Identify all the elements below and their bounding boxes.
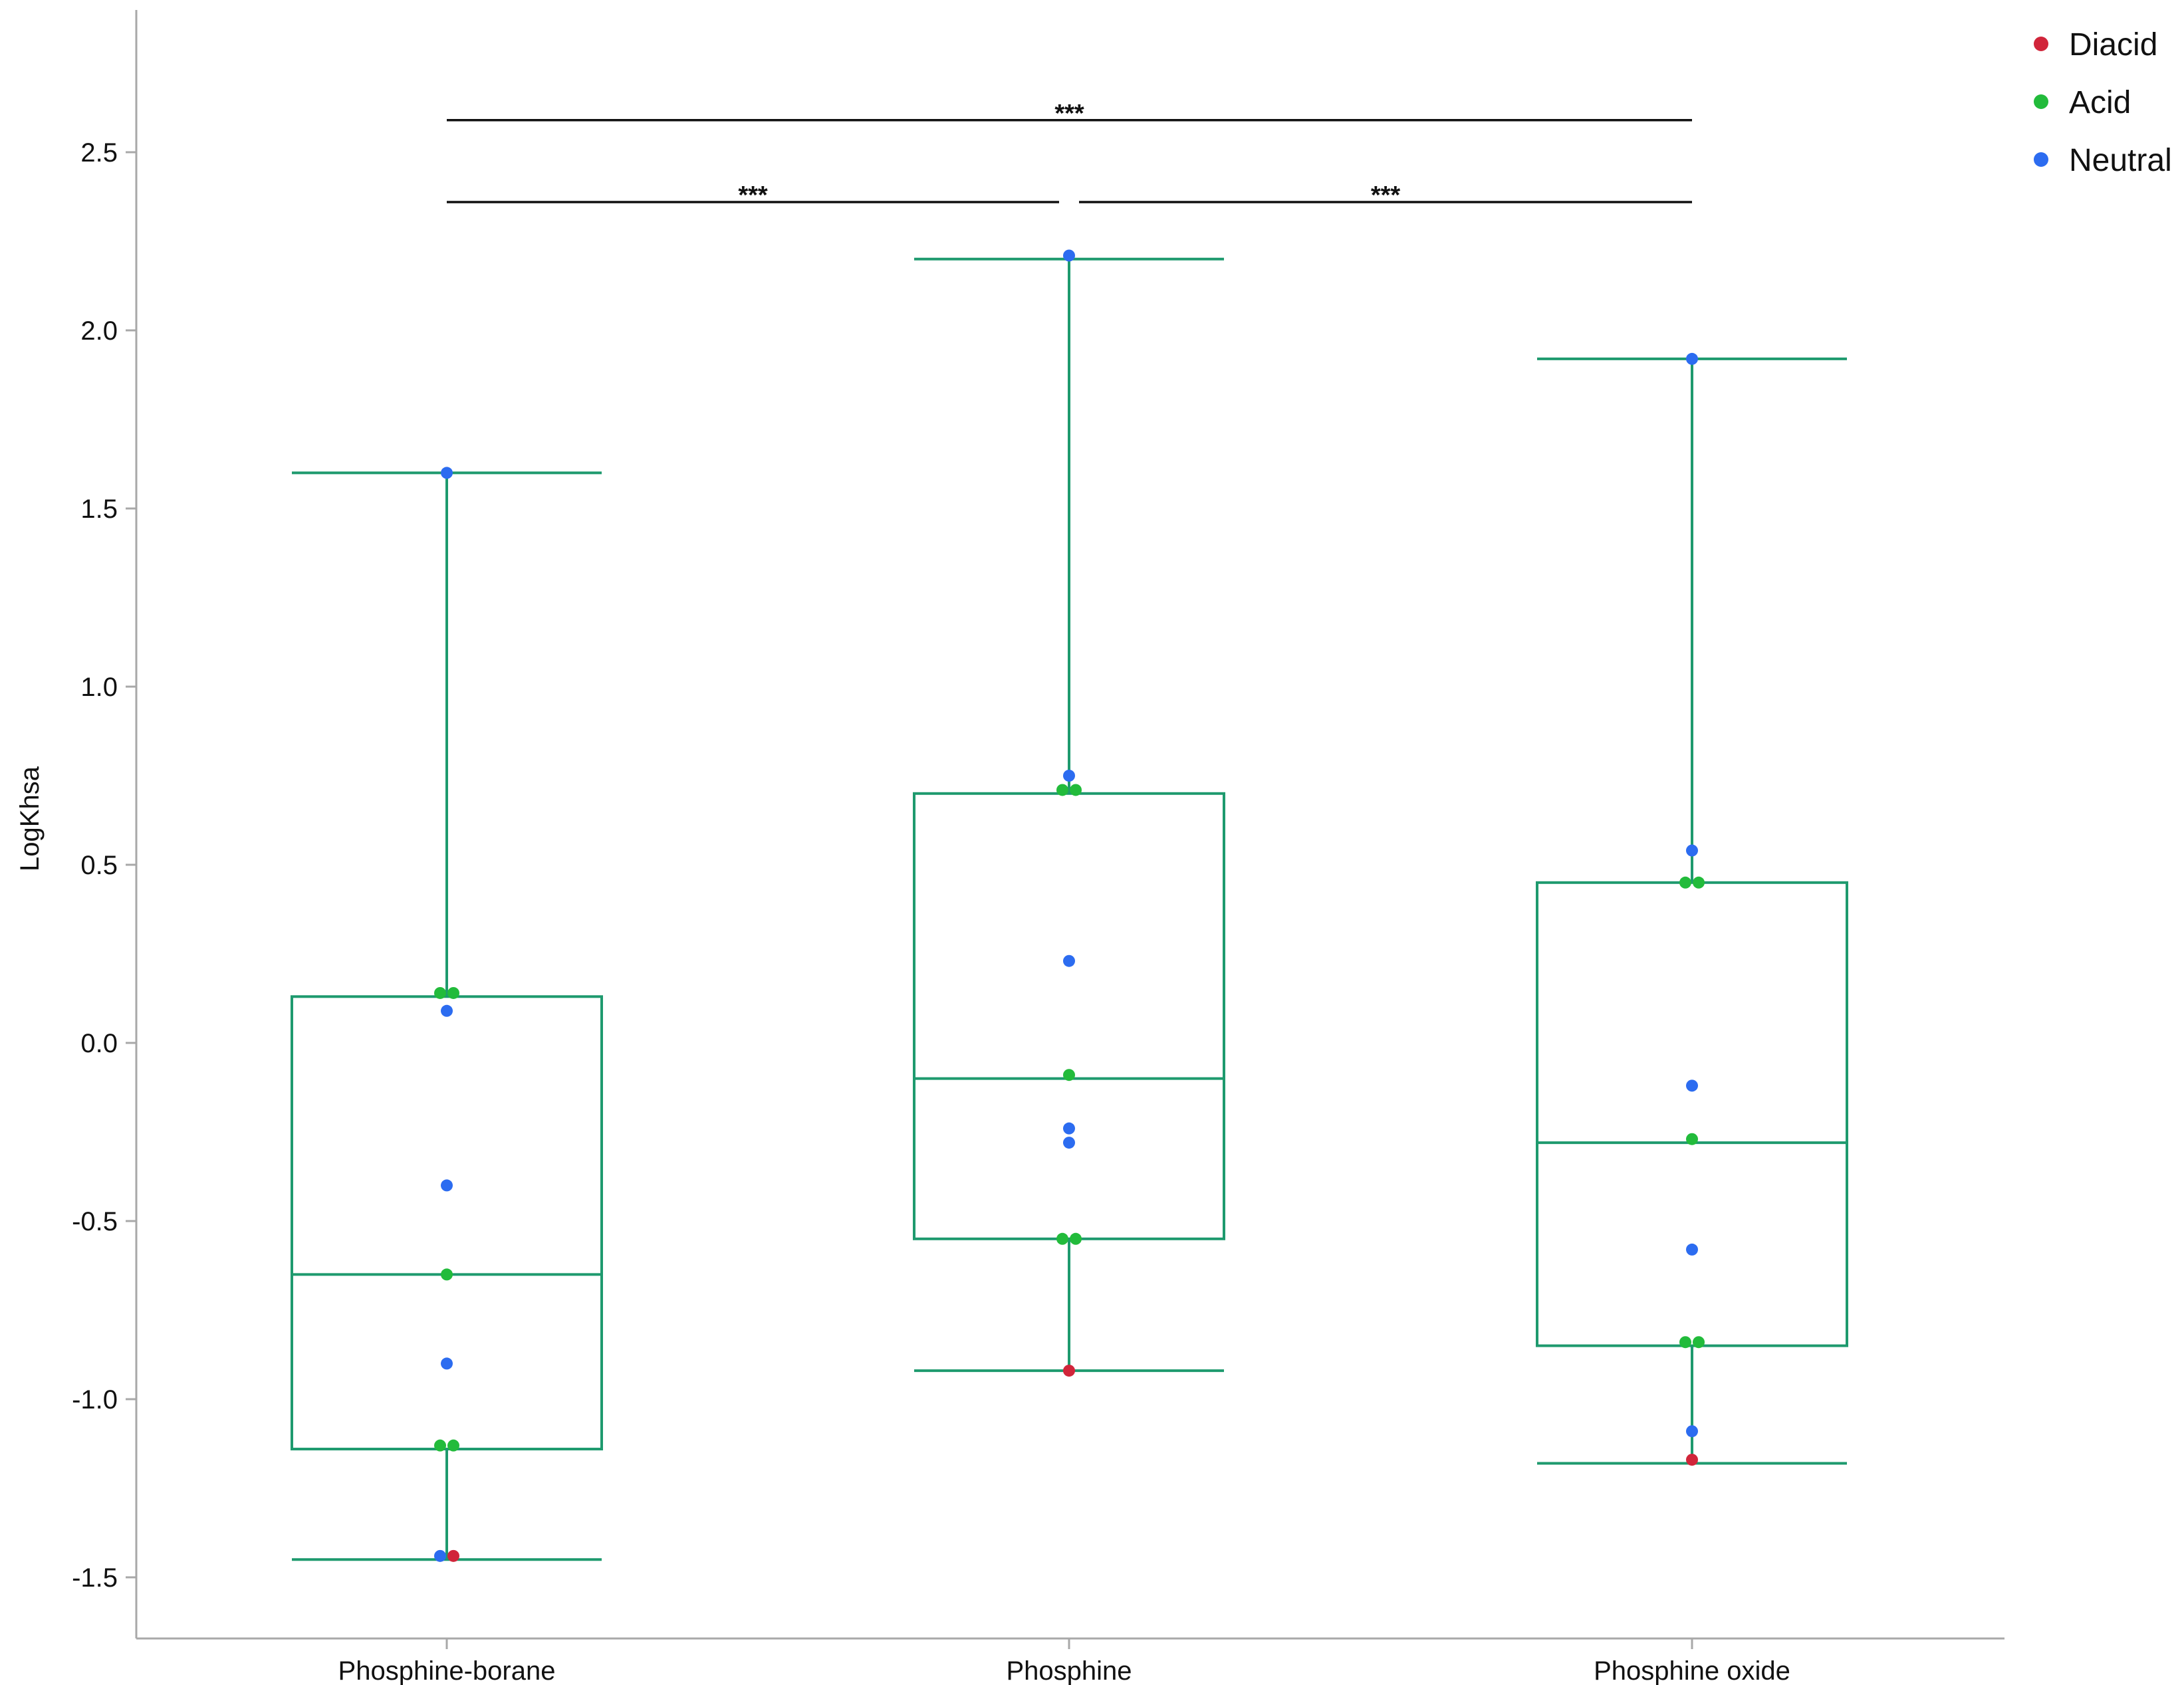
legend-label-diacid: Diacid [2069,27,2157,62]
legend-marker-acid [2034,94,2048,109]
data-point-acid [1679,1336,1691,1349]
data-point-acid [1693,876,1705,889]
data-point-neutral [441,1004,453,1017]
data-point-neutral [441,467,453,479]
box-iqr [291,995,603,1451]
box-iqr [913,792,1225,1240]
data-point-acid [434,986,446,999]
data-point-acid [1063,1069,1075,1081]
data-point-neutral [1063,1137,1075,1149]
y-tick-label: -0.5 [72,1207,118,1236]
legend-label-neutral: Neutral [2069,143,2172,178]
data-point-acid [1056,1232,1068,1245]
data-point-neutral [1063,1122,1075,1135]
legend-marker-neutral [2034,152,2048,167]
data-point-acid [1056,784,1068,796]
data-point-acid [441,1268,453,1281]
legend-label-acid: Acid [2069,85,2131,120]
data-point-neutral [441,1357,453,1370]
data-point-acid [447,986,459,999]
data-point-acid [447,1439,459,1452]
y-axis-title: LogKhsa [15,766,45,871]
data-point-neutral [434,1549,446,1562]
data-points [434,249,1705,1562]
data-point-neutral [1686,1243,1698,1256]
x-tick-label: Phosphine [1006,1656,1132,1685]
y-tick-label: 2.0 [80,316,118,346]
y-tick-label: 1.0 [80,673,118,702]
significance-label: *** [1054,100,1084,128]
data-point-acid [1686,1133,1698,1145]
data-point-acid [1070,1232,1082,1245]
y-tick-label: 2.5 [80,138,118,168]
data-point-acid [1693,1336,1705,1349]
y-tick-label: 0.0 [80,1029,118,1058]
box-iqr [1536,881,1848,1347]
data-point-acid [1070,784,1082,796]
x-tick-label: Phosphine-borane [338,1656,556,1685]
boxes [291,257,1848,1561]
data-point-neutral [1686,352,1698,365]
y-tick-label: 0.5 [80,851,118,880]
data-point-neutral [1063,770,1075,782]
data-point-acid [1679,876,1691,889]
x-tick-label: Phosphine oxide [1594,1656,1790,1685]
data-point-neutral [441,1179,453,1192]
significance-label: *** [1371,181,1401,209]
axes: -1.5 -1.0 -0.5 0.0 0.5 1.0 1.5 2.0 2.5Phosphine-… [72,10,2004,1685]
y-tick-label: 1.5 [80,495,118,524]
data-point-neutral [1063,249,1075,262]
data-point-neutral [1686,844,1698,857]
data-point-neutral [1063,955,1075,967]
y-tick-label: -1.0 [72,1385,118,1414]
significance-label: *** [738,181,768,209]
data-point-diacid [1686,1454,1698,1466]
data-point-diacid [1063,1365,1075,1377]
data-point-neutral [1686,1425,1698,1438]
data-point-diacid [447,1549,459,1562]
data-point-acid [434,1439,446,1452]
y-tick-label: -1.5 [72,1563,118,1593]
data-point-neutral [1686,1079,1698,1092]
legend-marker-diacid [2034,37,2048,51]
significance-brackets: *** *** *** [447,100,1692,209]
